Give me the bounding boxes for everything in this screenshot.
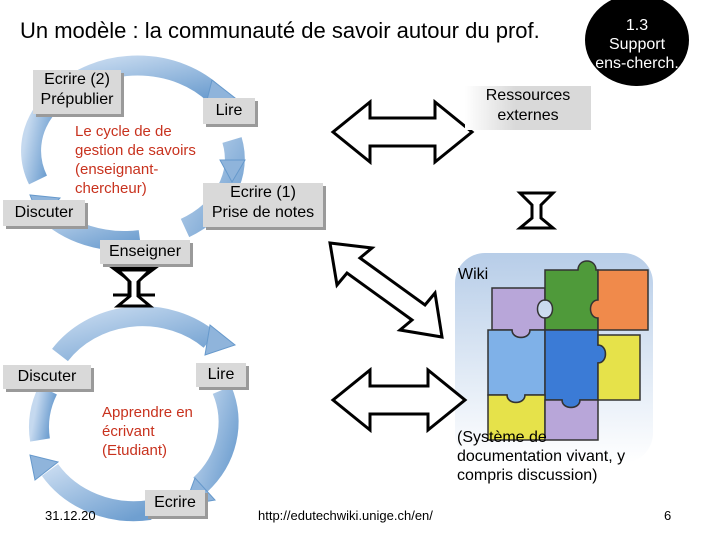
double-arrow-top xyxy=(330,98,475,166)
wiki-caption-line-2: documentation vivant, y xyxy=(457,448,626,465)
wiki-caption-line-1: (Système de xyxy=(457,429,547,446)
ressources-line-2: externes xyxy=(497,107,559,124)
enseigner-box: Enseigner xyxy=(100,240,190,264)
page-title: Un modèle : la communauté de savoir auto… xyxy=(20,18,540,43)
page-number: 6 xyxy=(664,508,672,523)
ecrire-2-line-1: Ecrire (2) xyxy=(44,71,110,88)
badge-line-1: 1.3 xyxy=(625,16,649,34)
cycle-2-label-line-3: (Etudiant) xyxy=(102,442,168,459)
wiki-caption-line-3: compris discussion) xyxy=(457,467,598,484)
cycle-1-label-line-1: Le cycle de de xyxy=(75,123,172,140)
puzzle-piece-6 xyxy=(597,334,641,401)
puzzle-piece-8 xyxy=(544,399,599,441)
puzzle-piece-5 xyxy=(544,329,607,409)
diagonal-double-arrow xyxy=(328,241,444,339)
ressources-line-1: Ressources xyxy=(485,87,571,104)
section-badge: 1.3 Support ens-cherch. xyxy=(585,0,689,86)
puzzle-piece-3 xyxy=(589,269,649,331)
discuter-box-2: Discuter xyxy=(3,365,91,389)
ressources-externes-box: Ressources externes xyxy=(465,86,591,130)
cycle-1-label-line-4: chercheur) xyxy=(75,180,147,197)
wiki-caption: (Système de documentation vivant, y comp… xyxy=(457,428,657,485)
vertical-arrow-left-shape xyxy=(113,268,155,308)
puzzle-icon xyxy=(487,260,649,441)
ecrire-2-box: Ecrire (2) Prépublier xyxy=(33,70,121,114)
cycle-1-label: Le cycle de de gestion de savoirs (ensei… xyxy=(75,122,215,198)
ecrire-1-box: Ecrire (1) Prise de notes xyxy=(203,183,323,227)
wiki-label: Wiki xyxy=(458,266,489,283)
double-arrow-bottom xyxy=(330,366,468,434)
ecrire-2-line-2: Prépublier xyxy=(40,91,114,108)
footer-url[interactable]: http://edutechwiki.unige.ch/en/ xyxy=(258,508,433,523)
cycle-2-label-line-2: écrivant xyxy=(102,423,155,440)
cycle-2-ring xyxy=(29,306,239,522)
cycle-2-label-line-1: Apprendre en xyxy=(102,404,193,421)
puzzle-piece-4 xyxy=(487,329,546,404)
cycle-2-label: Apprendre en écrivant (Etudiant) xyxy=(102,403,222,460)
lire-box-1: Lire xyxy=(203,98,255,124)
ecrire-1-line-2: Prise de notes xyxy=(211,204,315,221)
badge-line-3: ens-cherch. xyxy=(595,54,679,72)
cycle-1-label-line-2: gestion de savoirs xyxy=(75,142,196,159)
ecrire-box-2: Ecrire xyxy=(145,490,205,516)
ecrire-1-line-1: Ecrire (1) xyxy=(230,184,296,201)
lire-box-2: Lire xyxy=(196,363,246,387)
badge-line-2: Support xyxy=(608,35,666,53)
footer-date: 31.12.20 xyxy=(45,508,96,523)
cycle-1-label-line-3: (enseignant- xyxy=(75,161,159,178)
discuter-box-1: Discuter xyxy=(3,200,85,226)
vertical-arrow-right xyxy=(515,191,558,230)
puzzle-piece-2 xyxy=(544,260,607,331)
